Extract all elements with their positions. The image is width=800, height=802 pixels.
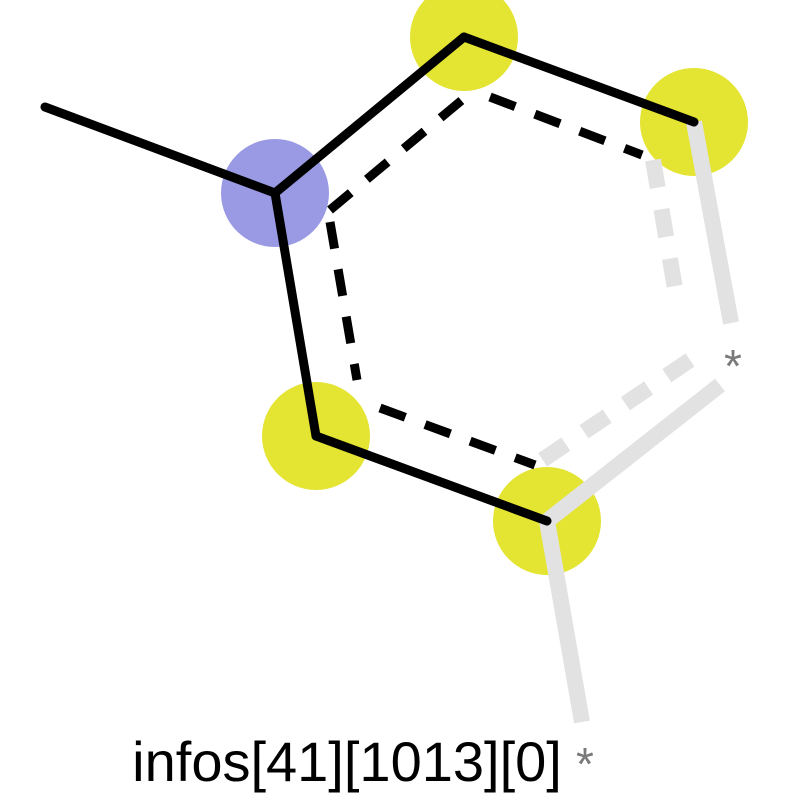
faded-bond-right (686, 120, 739, 325)
bond-n-lower-left (270, 188, 321, 441)
bond-methyl (40, 102, 280, 198)
atom-highlights (221, 0, 748, 575)
bond-top-upper-right (459, 32, 699, 127)
faded-bonds (530, 120, 739, 724)
molecule-caption: infos[41][1013][0] (132, 730, 562, 793)
bond-n-top (270, 32, 469, 198)
faded-aromatic-dash-lower (530, 353, 695, 472)
aromatic-dashes (325, 92, 644, 470)
atom-highlight-top (410, 0, 518, 91)
faded-bond-tail (539, 519, 590, 724)
aromatic-dash-left-upper (327, 96, 465, 214)
aromatic-dash-left (325, 221, 362, 381)
attachment-marker-bottom: * (576, 738, 594, 790)
attachment-marker-right: * (724, 340, 742, 392)
solid-bonds (40, 32, 699, 526)
bond-lower-left-bottom (311, 431, 552, 526)
faded-bond-lower-right (542, 378, 725, 528)
faded-aromatic-dash-right (645, 158, 685, 302)
aromatic-dash-bottom (378, 403, 537, 470)
aromatic-dash-top (488, 92, 644, 160)
